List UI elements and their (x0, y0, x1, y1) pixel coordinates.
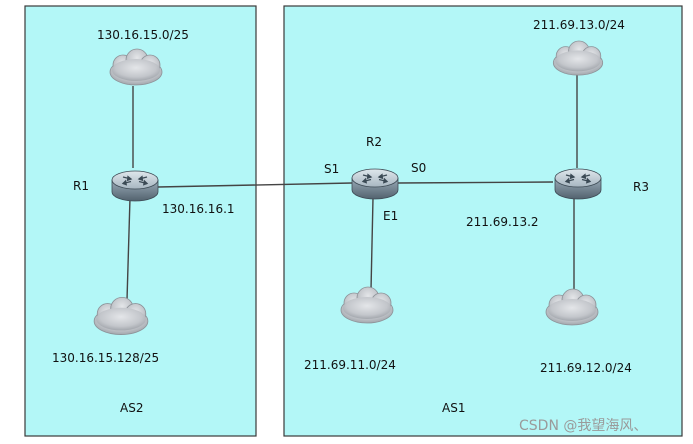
router-ip-r3: 211.69.13.2 (466, 215, 539, 229)
router-ip-r1: 130.16.16.1 (162, 202, 235, 216)
port-label-s0: S0 (411, 161, 426, 175)
network-label-130-16-15-0: 130.16.15.0/25 (97, 28, 189, 42)
router-label-r2: R2 (366, 135, 382, 149)
region-label-as1: AS1 (442, 401, 465, 415)
network-label-211-69-13-0: 211.69.13.0/24 (533, 18, 625, 32)
network-label-211-69-12-0: 211.69.12.0/24 (540, 361, 632, 375)
link-r2-cloud-e1 (370, 197, 374, 291)
router-icon (351, 168, 399, 200)
router-icon (554, 168, 602, 200)
link-r1-r2 (157, 182, 353, 188)
router-label-r1: R1 (73, 179, 89, 193)
router-label-r3: R3 (633, 180, 649, 194)
network-label-130-16-15-128: 130.16.15.128/25 (52, 351, 159, 365)
link-r2-r3 (397, 181, 554, 184)
network-label-211-69-11-0: 211.69.11.0/24 (304, 358, 396, 372)
watermark: CSDN @我望海风、 (519, 418, 647, 434)
link-r1-cloud-bottom (126, 197, 131, 301)
router-icon (111, 170, 159, 202)
port-label-s1: S1 (324, 162, 339, 176)
port-label-e1: E1 (383, 209, 398, 223)
as1-region (283, 5, 683, 437)
region-label-as2: AS2 (120, 401, 143, 415)
